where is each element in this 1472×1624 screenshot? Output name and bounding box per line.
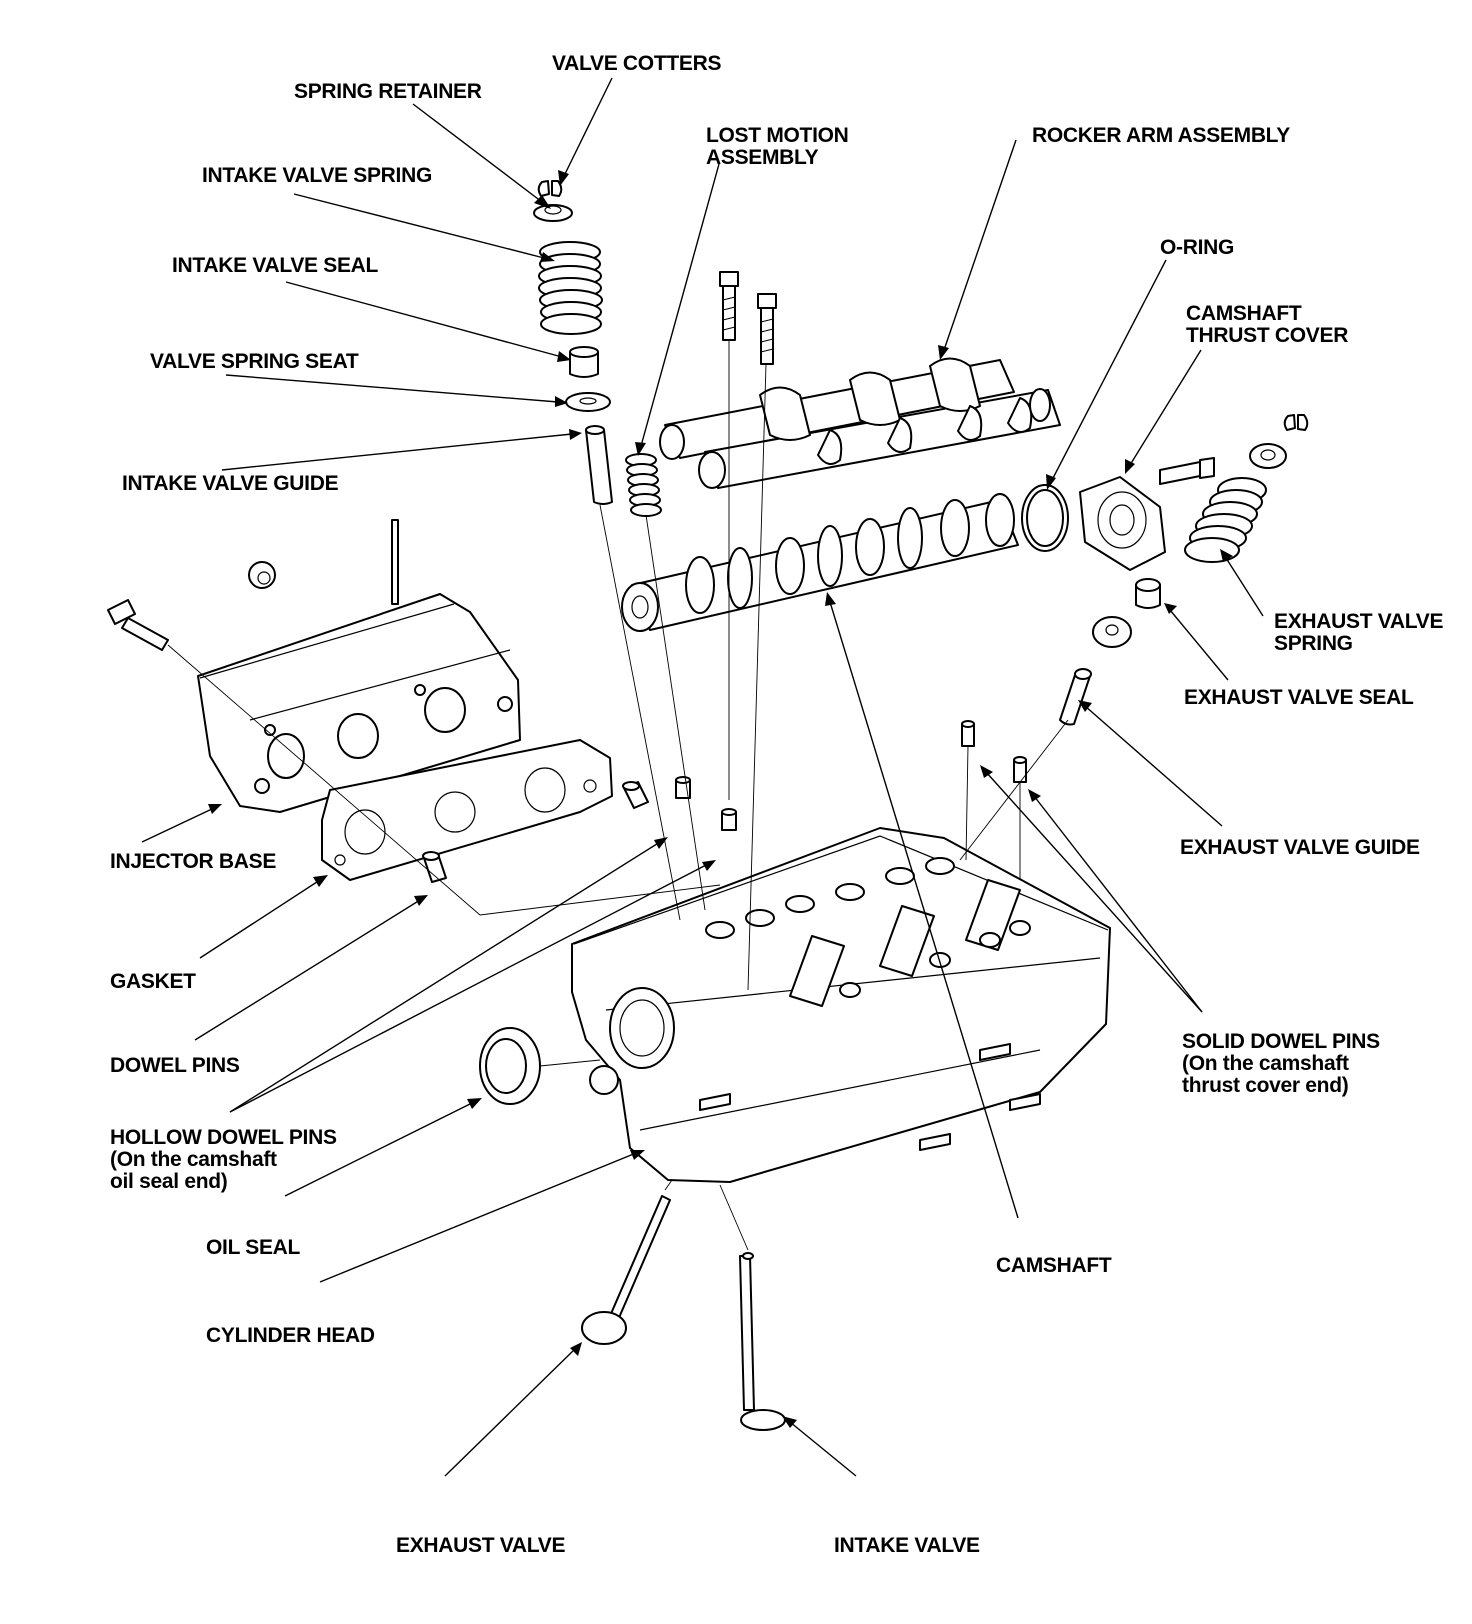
label-camshaft: CAMSHAFT (996, 1254, 1112, 1277)
label-valve-cotters: VALVE COTTERS (552, 52, 721, 75)
label-rocker-arm-assembly: ROCKER ARM ASSEMBLY (1032, 124, 1290, 147)
label-intake-valve-spring: INTAKE VALVE SPRING (202, 164, 432, 187)
intake-valve-seal-part (569, 346, 599, 378)
rocker-bolts-part (719, 271, 777, 365)
dowel-pin-part (622, 781, 649, 809)
valve-spring-seat-part (565, 392, 611, 412)
thrust-cover-bolt-part (1159, 457, 1215, 485)
label-intake-valve-guide: INTAKE VALVE GUIDE (122, 472, 339, 495)
exhaust-valve-spring-part (1184, 477, 1267, 563)
arrowheads (208, 170, 1233, 1428)
injector-base-part (197, 519, 521, 813)
oil-seal-part (479, 1027, 541, 1105)
label-cylinder-head: CYLINDER HEAD (206, 1324, 375, 1347)
injector-base-nut-part (248, 561, 276, 589)
label-exhaust-valve-spring-2: SPRING (1274, 632, 1353, 655)
label-hollow-dowel-pins-2: (On the camshaft (110, 1148, 277, 1171)
exhaust-valve-part (581, 1195, 671, 1345)
o-ring-part (1021, 484, 1069, 552)
gasket-part (321, 739, 613, 881)
exhaust-valve-guide-part (1059, 668, 1092, 726)
label-hollow-dowel-pins-3: oil seal end) (110, 1170, 227, 1193)
label-injector-base: INJECTOR BASE (110, 850, 276, 873)
label-intake-valve-seal: INTAKE VALVE SEAL (172, 254, 379, 277)
intake-valve-part (739, 1252, 786, 1431)
label-solid-dowel-pins-2: (On the camshaft (1182, 1052, 1349, 1075)
solid-dowel-pin-part (1013, 756, 1027, 783)
label-lost-motion-1: LOST MOTION (706, 124, 849, 147)
alignment-lines (167, 340, 1069, 1251)
lost-motion-assembly-part (625, 453, 662, 517)
label-solid-dowel-pins-1: SOLID DOWEL PINS (1182, 1030, 1380, 1053)
label-exhaust-valve-spring-1: EXHAUST VALVE (1274, 610, 1443, 633)
label-hollow-dowel-pins-1: HOLLOW DOWEL PINS (110, 1126, 337, 1149)
label-valve-spring-seat: VALVE SPRING SEAT (150, 350, 359, 373)
exhaust-spring-retainer-part (1249, 443, 1287, 469)
label-gasket: GASKET (110, 970, 196, 993)
exhaust-valve-cotters-part (1283, 414, 1309, 431)
label-exhaust-valve: EXHAUST VALVE (396, 1534, 565, 1557)
valve-cotters-part (537, 180, 563, 197)
label-solid-dowel-pins-3: thrust cover end) (1182, 1074, 1348, 1097)
label-lost-motion-2: ASSEMBLY (706, 146, 819, 169)
cylinder-head-part (571, 827, 1111, 1183)
label-intake-valve: INTAKE VALVE (834, 1534, 980, 1557)
dowel-pin-part (422, 851, 447, 883)
exhaust-spring-seat-part (1092, 616, 1132, 648)
label-exhaust-valve-guide: EXHAUST VALVE GUIDE (1180, 836, 1420, 859)
camshaft-part (621, 493, 1019, 632)
spring-retainer-part (533, 204, 573, 222)
label-dowel-pins: DOWEL PINS (110, 1054, 240, 1077)
rocker-arm-assembly-part (659, 357, 1061, 489)
intake-valve-spring-part (538, 241, 603, 335)
hollow-dowel-pin-part (721, 808, 737, 831)
label-oil-seal: OIL SEAL (206, 1236, 301, 1259)
label-o-ring: O-RING (1160, 236, 1234, 259)
camshaft-thrust-cover-part (1079, 476, 1166, 571)
label-camshaft-thrust-cover-1: CAMSHAFT (1186, 302, 1302, 325)
injector-base-bolt-part (107, 599, 169, 651)
label-spring-retainer: SPRING RETAINER (294, 80, 482, 103)
exhaust-valve-seal-part (1135, 578, 1161, 609)
label-camshaft-thrust-cover-2: THRUST COVER (1186, 324, 1348, 347)
intake-valve-guide-part (585, 425, 613, 505)
labels: VALVE COTTERS SPRING RETAINER INTAKE VAL… (110, 52, 1444, 1557)
solid-dowel-pin-part (961, 720, 975, 747)
label-exhaust-valve-seal: EXHAUST VALVE SEAL (1184, 686, 1414, 709)
leader-lines (141, 77, 1264, 1477)
